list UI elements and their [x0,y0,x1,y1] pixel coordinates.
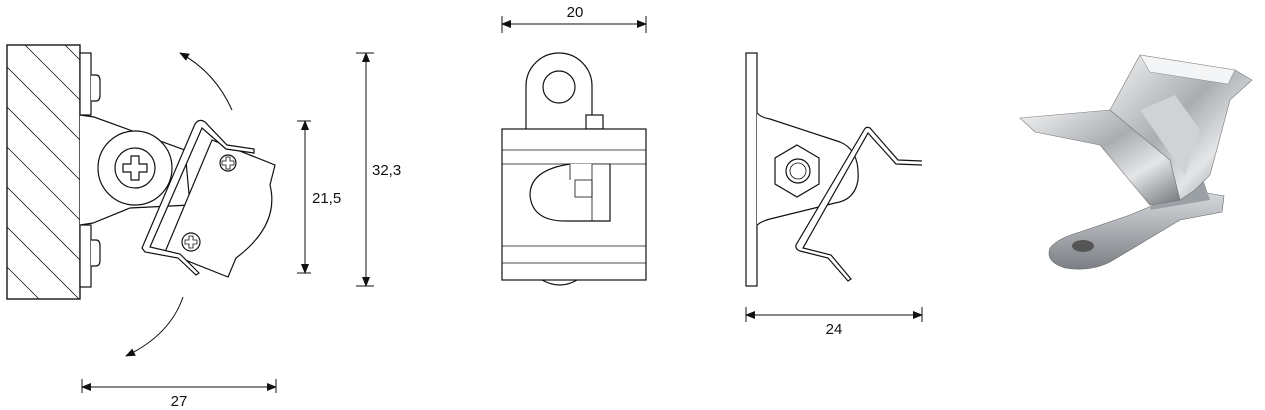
side-view: 24 [745,52,923,338]
wall-hatched [6,44,81,300]
pivot-screw-icon [114,147,156,189]
bracket-arm [79,114,191,226]
wire-spring [795,126,923,282]
rotate-down-arrow-icon [125,296,184,357]
dimension-label: 32,3 [372,162,401,179]
wire-spring [141,119,255,276]
mounting-hole [542,70,576,104]
dimension-label: 27 [171,393,188,410]
front-view: 20 [501,4,647,286]
dimension-label: 21,5 [312,190,341,207]
clip-body [141,119,276,278]
screw-icon [181,232,201,252]
screw-icon [219,154,237,172]
dimension-label: 20 [567,4,584,21]
product-photo [1019,54,1253,270]
mounted-side-view: 27 21,5 32,3 [6,44,401,410]
rotate-up-arrow-icon [179,52,233,111]
mounting-plate [79,52,101,288]
dimension-27: 27 [81,379,277,410]
dimension-label: 24 [826,321,843,338]
dimension-20: 20 [501,4,647,33]
dimension-24: 24 [745,307,923,338]
dimension-21-5: 21,5 [297,120,341,274]
mounting-plate [745,52,758,287]
dimension-32-3: 32,3 [356,52,401,287]
